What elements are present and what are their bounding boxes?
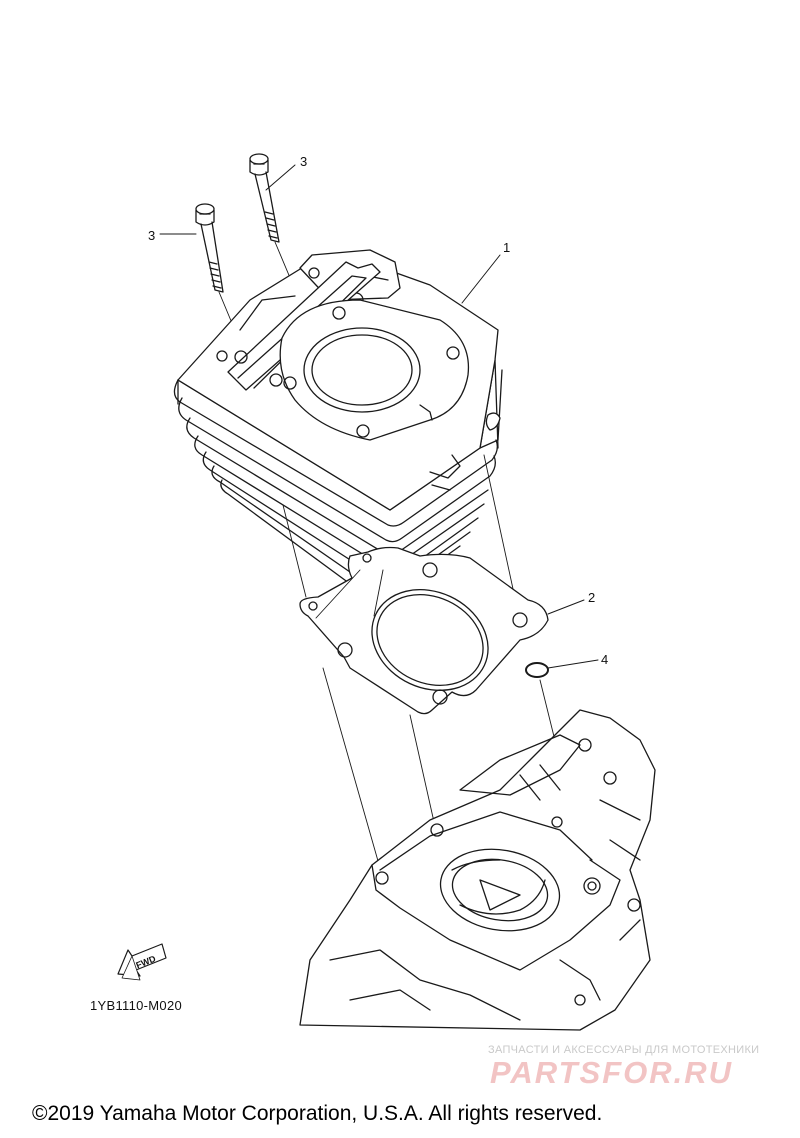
diagram-reference-code: 1YB1110-M020	[90, 998, 183, 1013]
o-ring	[525, 662, 549, 678]
crankcase	[299, 709, 656, 1031]
callout-gasket: 2	[588, 590, 595, 605]
watermark-logo: PARTSFOR.RU	[490, 1055, 734, 1090]
copyright-notice: ©2019 Yamaha Motor Corporation, U.S.A. A…	[32, 1102, 603, 1125]
callout-cylinder: 1	[503, 240, 510, 255]
callout-bolt-right: 3	[300, 154, 307, 169]
callout-bolt-left: 3	[148, 228, 155, 243]
callout-oring: 4	[601, 652, 608, 667]
watermark-tagline: ЗАПЧАСТИ И АКСЕССУАРЫ ДЛЯ МОТОТЕХНИКИ	[488, 1044, 760, 1056]
fwd-arrow-icon: FWD	[117, 943, 167, 981]
bolt-right	[249, 153, 280, 243]
cylinder-gasket	[299, 546, 549, 715]
bolt-left	[195, 203, 224, 293]
